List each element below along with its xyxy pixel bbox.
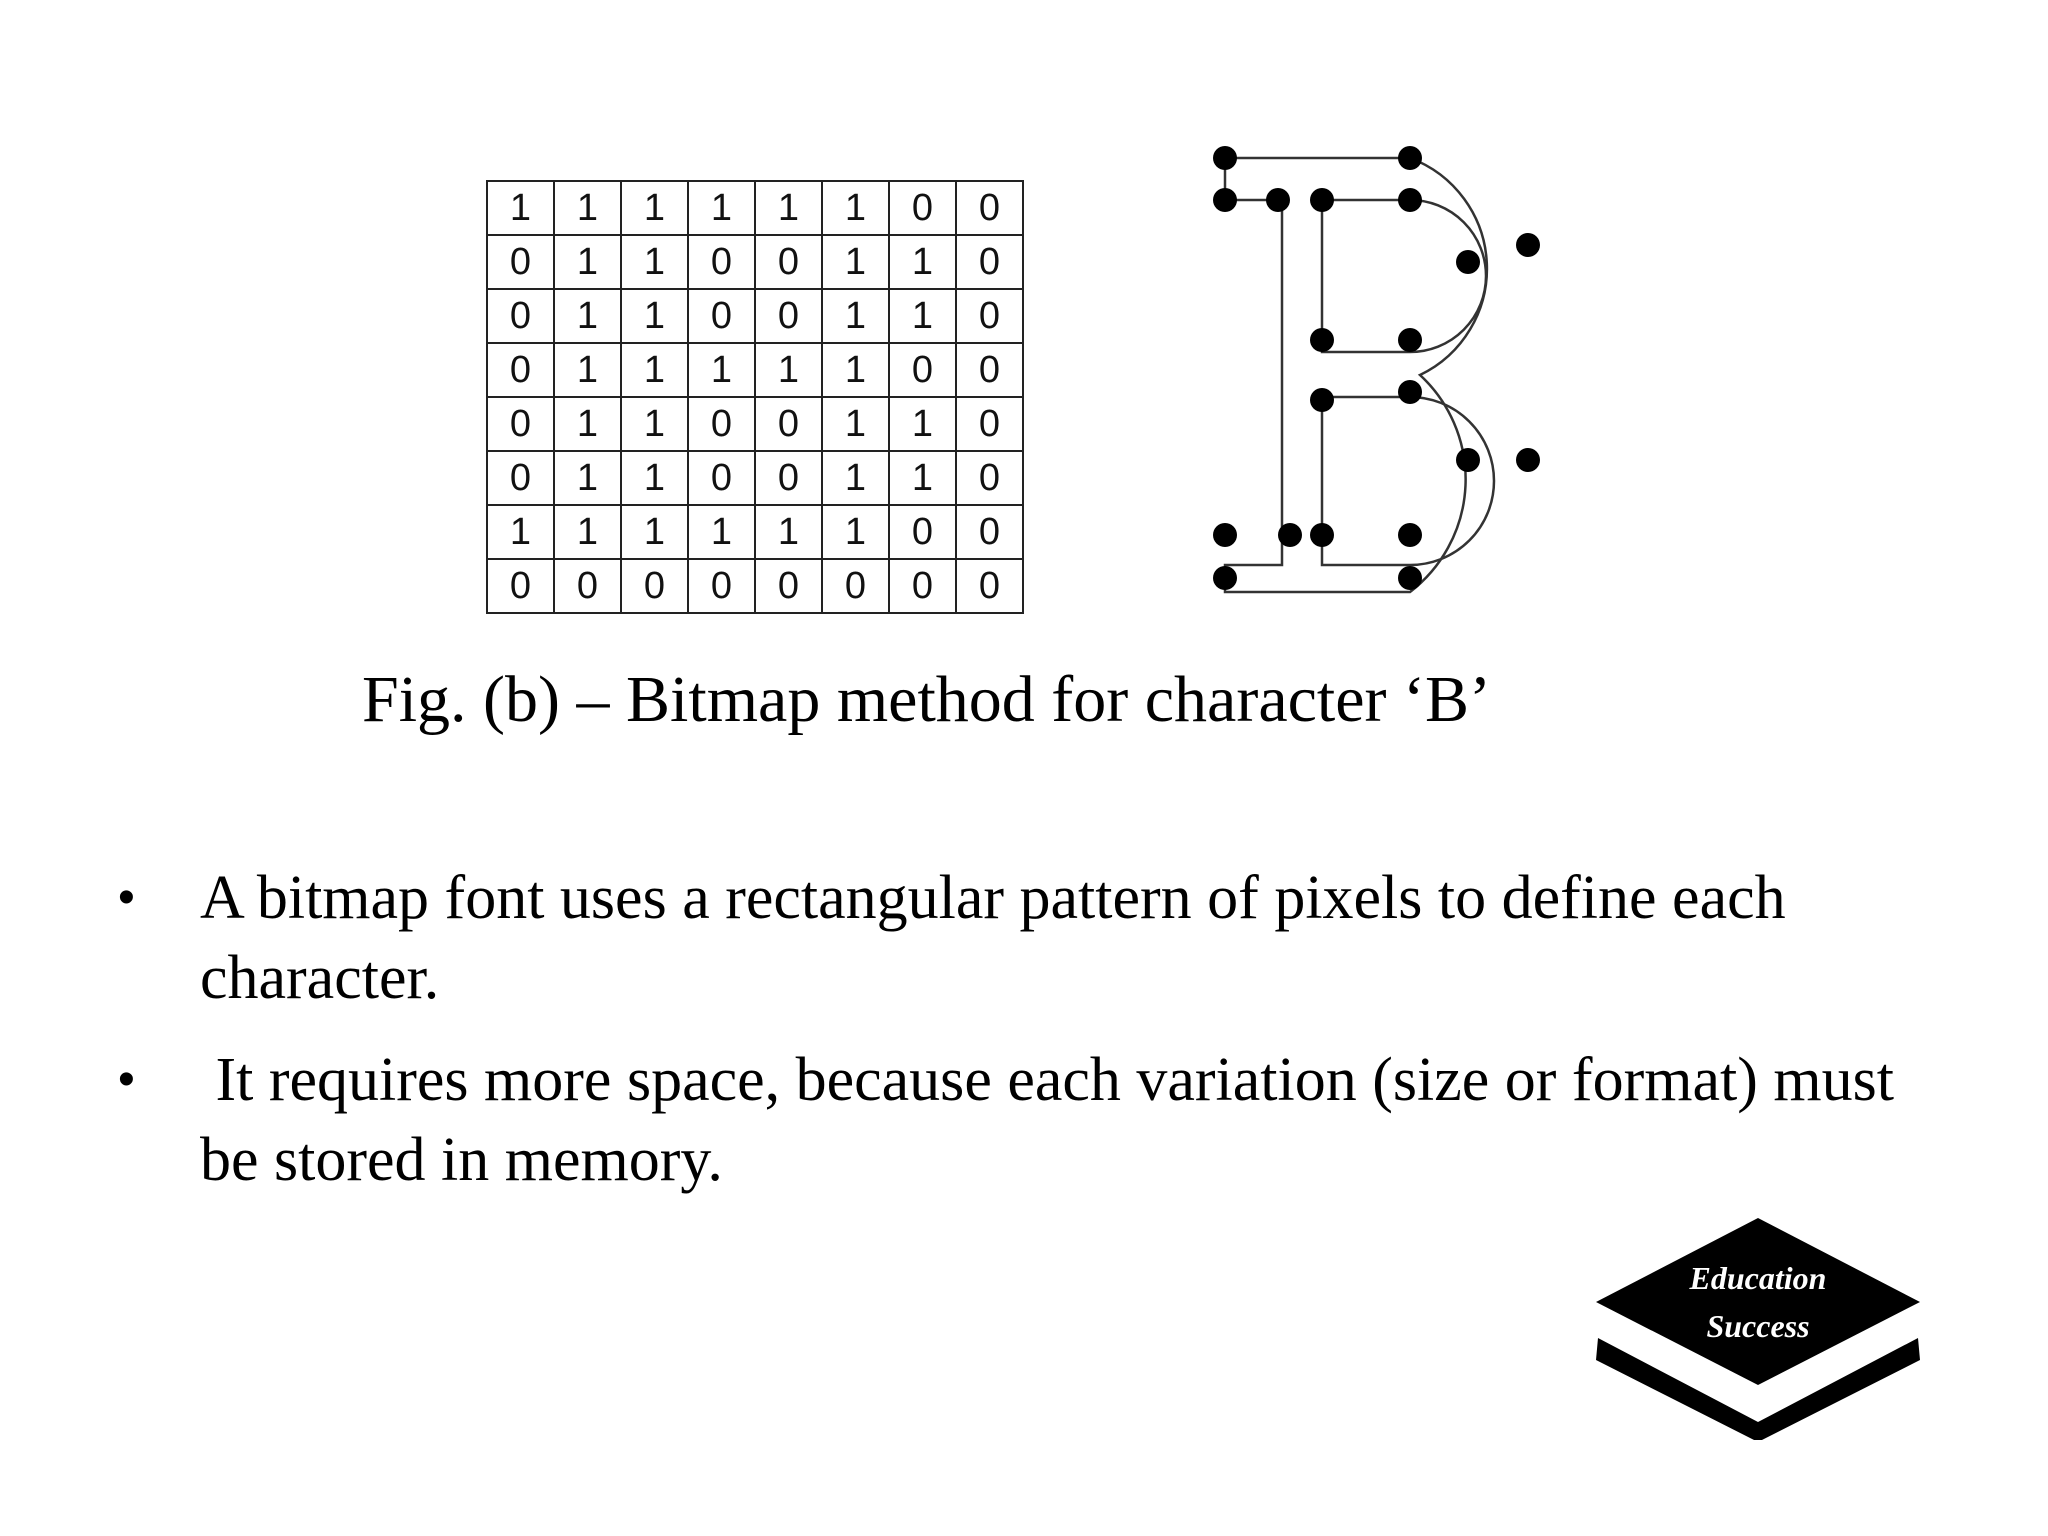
bitmap-cell: 0 <box>486 396 555 452</box>
bitmap-cell: 0 <box>486 234 555 290</box>
bitmap-cell: 0 <box>754 288 823 344</box>
bitmap-cell: 1 <box>486 180 555 236</box>
bitmap-cell: 1 <box>553 288 622 344</box>
bitmap-cell: 1 <box>620 450 689 506</box>
bitmap-cell: 0 <box>687 288 756 344</box>
bitmap-cell: 0 <box>955 396 1024 452</box>
bitmap-cell: 1 <box>553 234 622 290</box>
bitmap-cell: 0 <box>888 558 957 614</box>
bitmap-cell: 1 <box>620 180 689 236</box>
bitmap-cell: 0 <box>620 558 689 614</box>
bitmap-cell: 0 <box>955 450 1024 506</box>
logo-text-line1: Education <box>1689 1260 1827 1296</box>
bitmap-cell: 1 <box>620 234 689 290</box>
bitmap-cell: 1 <box>553 504 622 560</box>
bitmap-cell: 0 <box>955 234 1024 290</box>
bullet-marker: • <box>118 871 135 924</box>
bitmap-cell: 1 <box>821 450 890 506</box>
bitmap-cell: 0 <box>821 558 890 614</box>
bitmap-cell: 0 <box>955 558 1024 614</box>
outline-letter-b <box>1213 146 1540 594</box>
bitmap-cell: 0 <box>955 342 1024 398</box>
bitmap-cell: 1 <box>620 396 689 452</box>
bitmap-cell: 0 <box>687 558 756 614</box>
bitmap-cell: 1 <box>754 504 823 560</box>
bitmap-cell: 1 <box>888 450 957 506</box>
bitmap-cell: 1 <box>553 450 622 506</box>
bitmap-cell: 1 <box>620 504 689 560</box>
bitmap-cell: 0 <box>486 558 555 614</box>
bitmap-cell: 0 <box>486 288 555 344</box>
bitmap-cell: 1 <box>821 504 890 560</box>
bitmap-cell: 1 <box>821 396 890 452</box>
bitmap-cell: 1 <box>687 504 756 560</box>
bitmap-cell: 0 <box>687 450 756 506</box>
bitmap-cell: 0 <box>754 234 823 290</box>
bitmap-cell: 0 <box>888 342 957 398</box>
bitmap-cell: 1 <box>888 234 957 290</box>
bitmap-cell: 0 <box>955 288 1024 344</box>
bitmap-cell: 1 <box>754 180 823 236</box>
bitmap-cell: 0 <box>754 396 823 452</box>
bitmap-cell: 1 <box>553 342 622 398</box>
bitmap-cell: 0 <box>553 558 622 614</box>
bitmap-cell: 0 <box>888 504 957 560</box>
bullet-item: • A bitmap font uses a rectangular patte… <box>0 858 1960 1018</box>
bitmap-cell: 1 <box>821 180 890 236</box>
bullet-marker: • <box>118 1053 135 1106</box>
bitmap-cell: 1 <box>888 396 957 452</box>
figure-caption: Fig. (b) – Bitmap method for character ‘… <box>362 663 1491 736</box>
bitmap-cell: 1 <box>620 342 689 398</box>
bitmap-cell: 0 <box>754 450 823 506</box>
bitmap-cell: 1 <box>553 396 622 452</box>
bitmap-cell: 1 <box>687 342 756 398</box>
bitmap-cell: 1 <box>821 342 890 398</box>
bitmap-cell: 1 <box>754 342 823 398</box>
bitmap-cell: 1 <box>620 288 689 344</box>
bitmap-cell: 1 <box>888 288 957 344</box>
bitmap-cell: 0 <box>754 558 823 614</box>
bitmap-cell: 0 <box>955 504 1024 560</box>
bitmap-cell: 1 <box>486 504 555 560</box>
bitmap-cell: 1 <box>687 180 756 236</box>
logo-graphic <box>1596 1218 1920 1442</box>
education-success-logo: Education Success <box>1590 1210 1926 1442</box>
bullet-text: It requires more space, because each var… <box>200 1046 1910 1194</box>
bullet-item: • It requires more space, because each v… <box>0 1040 1960 1200</box>
bitmap-cell: 0 <box>486 450 555 506</box>
bullet-list: • A bitmap font uses a rectangular patte… <box>0 858 2048 1222</box>
bullet-text: A bitmap font uses a rectangular pattern… <box>200 864 1786 1012</box>
bitmap-cell: 0 <box>486 342 555 398</box>
bitmap-cell: 0 <box>687 234 756 290</box>
bitmap-cell: 0 <box>955 180 1024 236</box>
bitmap-cell: 1 <box>553 180 622 236</box>
bitmap-cell: 0 <box>687 396 756 452</box>
bitmap-cell: 1 <box>821 234 890 290</box>
bitmap-cell: 1 <box>821 288 890 344</box>
bitmap-cell: 0 <box>888 180 957 236</box>
logo-text-line2: Success <box>1706 1308 1810 1344</box>
